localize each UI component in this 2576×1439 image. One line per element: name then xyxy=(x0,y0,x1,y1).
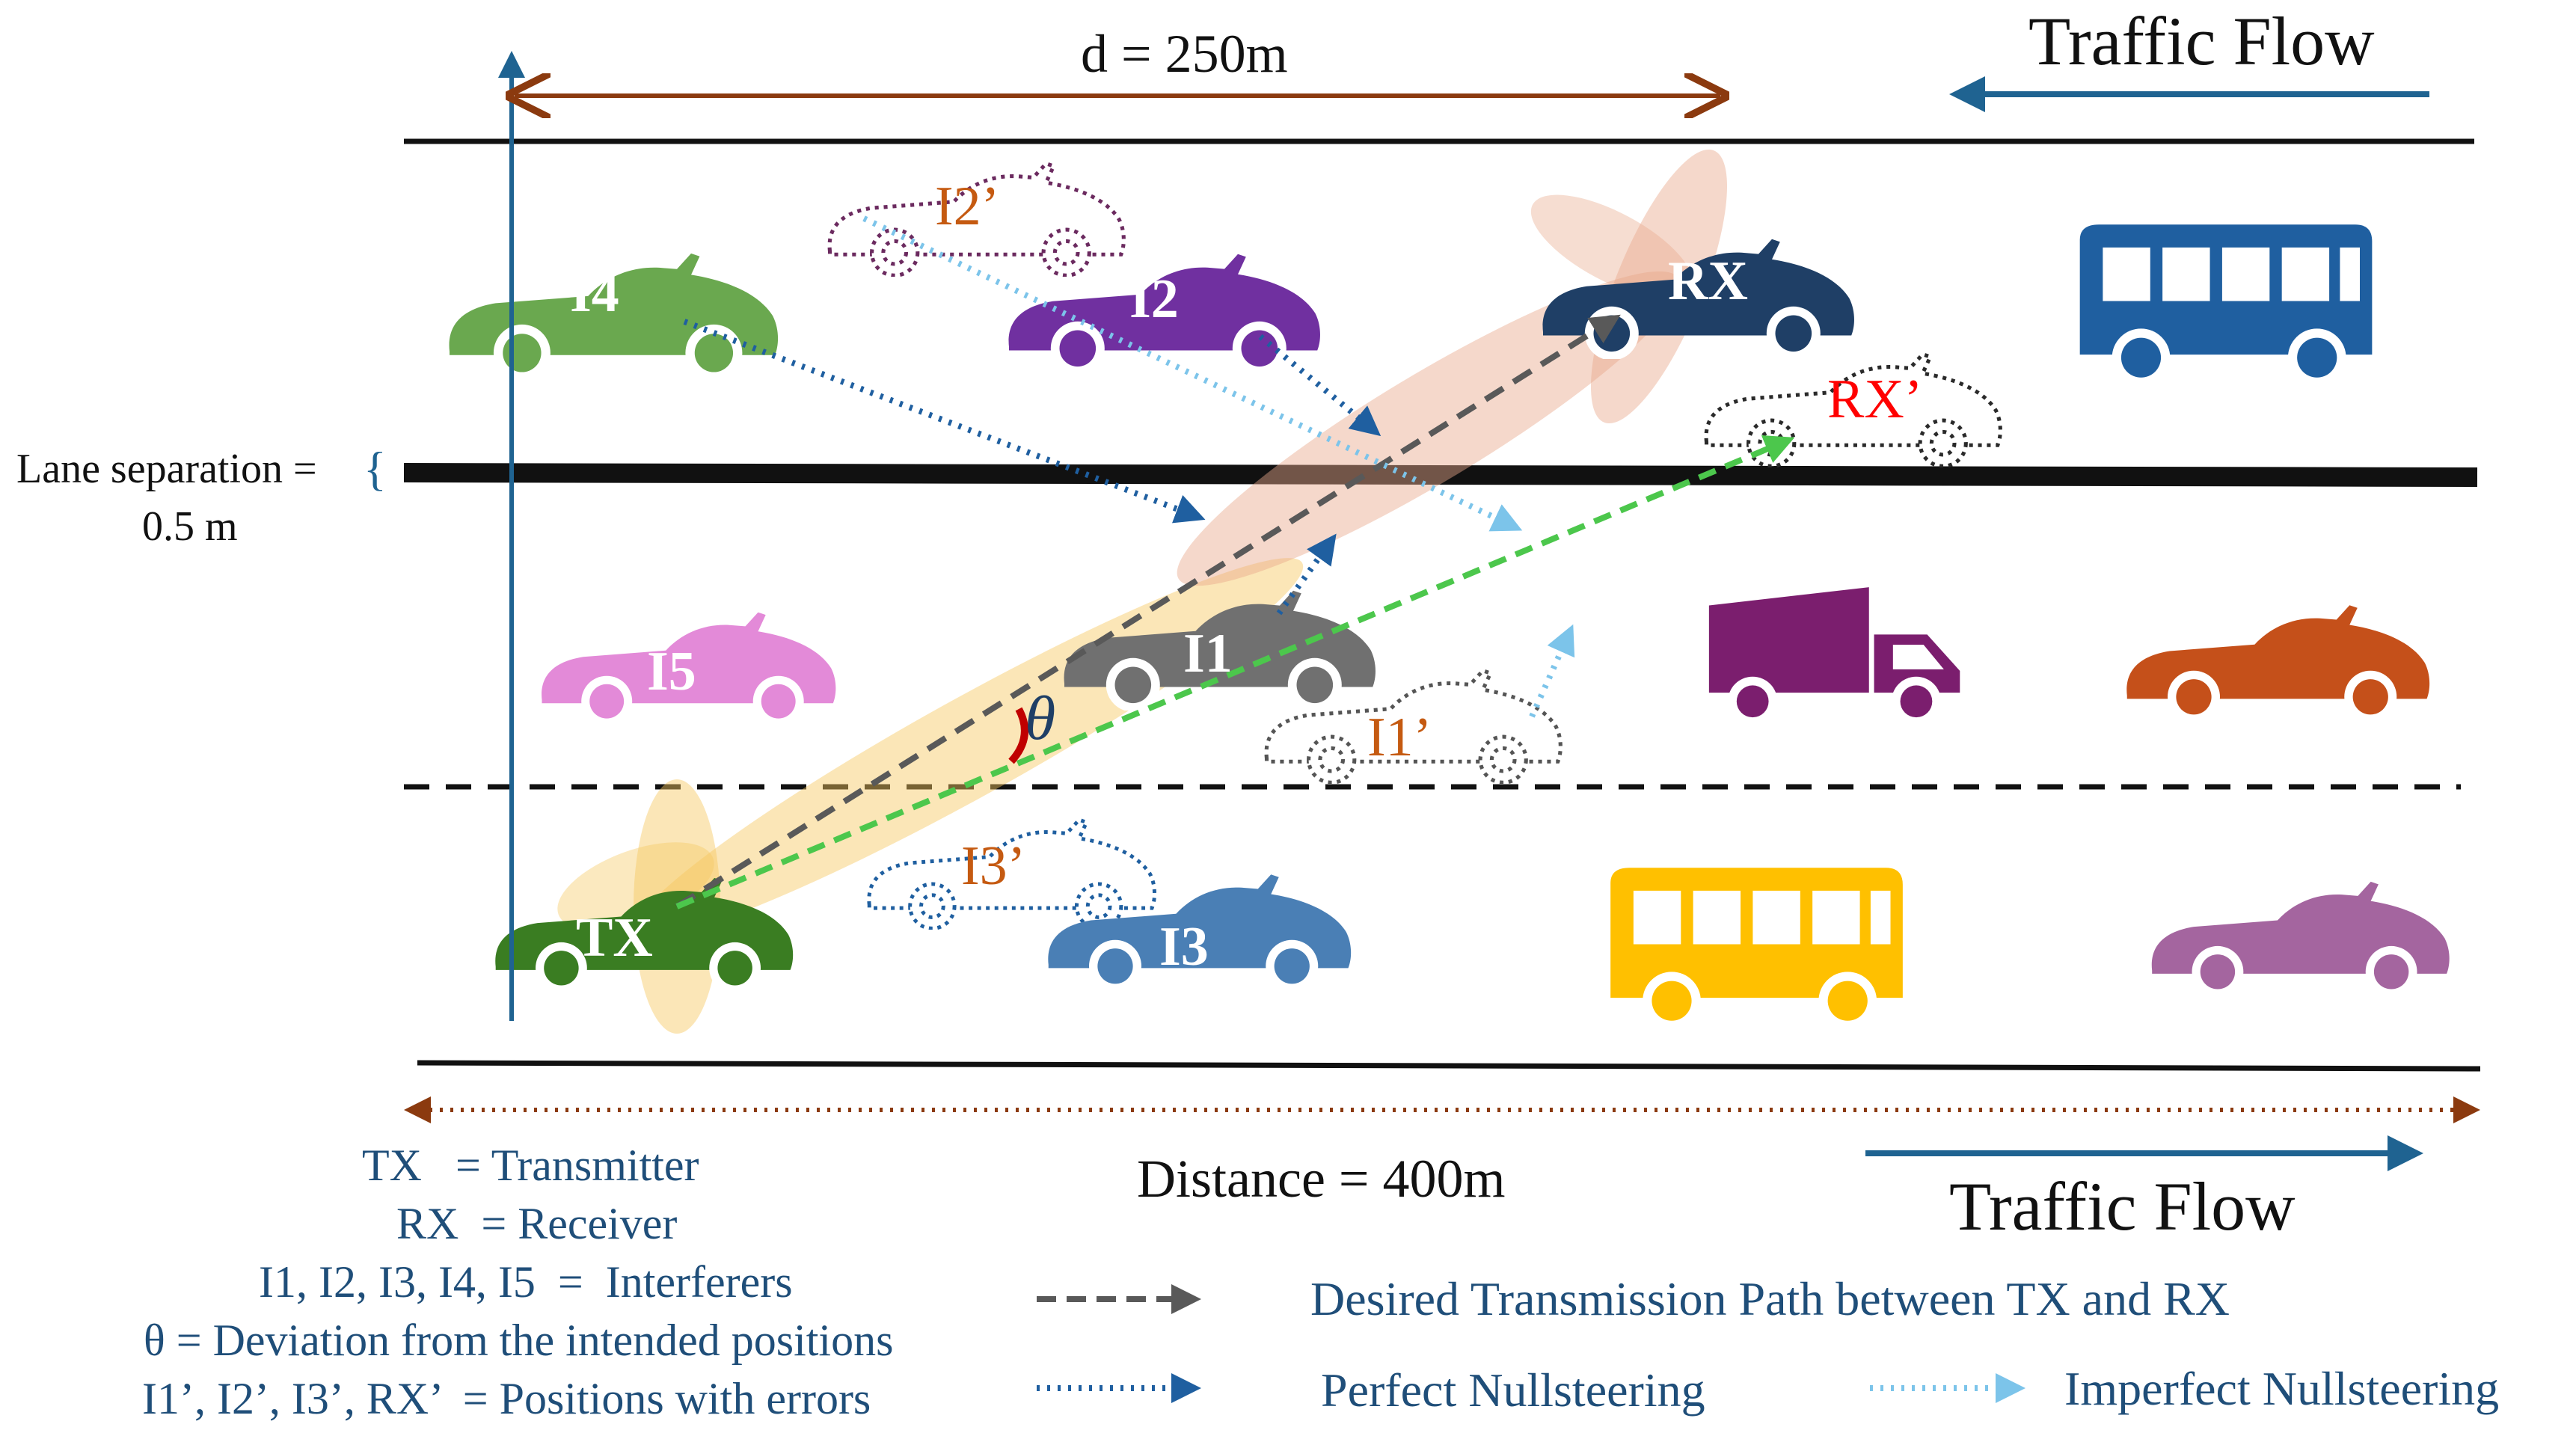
label-i1-error: I1’ xyxy=(1367,707,1432,768)
paths xyxy=(675,215,1795,909)
label-i5: I5 xyxy=(647,641,696,702)
rx-side-lobe-back xyxy=(1530,194,1693,299)
bus-yellow xyxy=(1610,868,1903,1028)
road-edge-bottom xyxy=(417,1060,2481,1072)
label-i1: I1 xyxy=(1183,623,1233,684)
distance-250m-label: d = 250m xyxy=(1081,24,1288,84)
traffic-flow-bottom-label: Traffic Flow xyxy=(1949,1168,2296,1245)
definition-tx: TX = Transmitter xyxy=(362,1141,699,1190)
label-i2-error: I2’ xyxy=(935,176,999,237)
lane-separation-value: 0.5 m xyxy=(142,503,238,550)
road xyxy=(403,138,2481,1072)
perfect-null-i4 xyxy=(683,319,1206,524)
label-i4: I4 xyxy=(570,263,619,324)
theta-label: θ xyxy=(1025,684,1055,753)
legend-imperfect-label: Imperfect Nullsteering xyxy=(2064,1362,2499,1415)
definition-rx: RX = Receiver xyxy=(396,1199,677,1248)
vehicles xyxy=(449,224,2450,1028)
lane-separation-label: Lane separation = xyxy=(16,446,317,492)
car-mauve xyxy=(2151,881,2450,996)
lane-separation-brace: { xyxy=(364,442,387,495)
theta-arc xyxy=(1008,707,1028,764)
label-rx: RX xyxy=(1668,251,1748,312)
error-path-tx-rx-err xyxy=(675,435,1795,909)
label-i3-error: I3’ xyxy=(961,835,1025,897)
distance-400m-label: Distance = 400m xyxy=(1137,1149,1506,1209)
car-orange xyxy=(2126,605,2430,722)
traffic-flow-top-label: Traffic Flow xyxy=(2028,3,2375,79)
definitions: TX = Transmitter RX = Receiver I1, I2, I… xyxy=(142,1141,893,1423)
label-rx-error: RX’ xyxy=(1827,369,1922,430)
label-i3: I3 xyxy=(1159,916,1209,978)
bus-blue xyxy=(2079,224,2373,385)
legend-desired-label: Desired Transmission Path between TX and… xyxy=(1310,1272,2230,1325)
perfect-null-i2 xyxy=(1258,334,1381,437)
definition-theta: θ = Deviation from the intended position… xyxy=(144,1316,893,1365)
desired-path-tx-rx xyxy=(675,314,1621,909)
label-tx: TX xyxy=(576,907,653,969)
tx-side-lobe-back xyxy=(557,842,714,930)
truck xyxy=(1708,587,1960,726)
legend: Desired Transmission Path between TX and… xyxy=(1037,1272,2499,1417)
rx-main-beam xyxy=(1177,271,1681,586)
median-divider xyxy=(403,463,2478,487)
vehicle-labels: I4 I2 RX I5 I1 TX I3 I2’ RX’ I1’ I3’ θ xyxy=(570,176,1922,978)
imperfect-null-i1 xyxy=(1529,624,1575,718)
definition-error-positions: I1’, I2’, I3’, RX’ = Positions with erro… xyxy=(142,1374,871,1423)
legend-perfect-label: Perfect Nullsteering xyxy=(1321,1363,1705,1417)
label-i2: I2 xyxy=(1129,269,1179,330)
definition-interferers: I1, I2, I3, I4, I5 = Interferers xyxy=(259,1257,793,1307)
